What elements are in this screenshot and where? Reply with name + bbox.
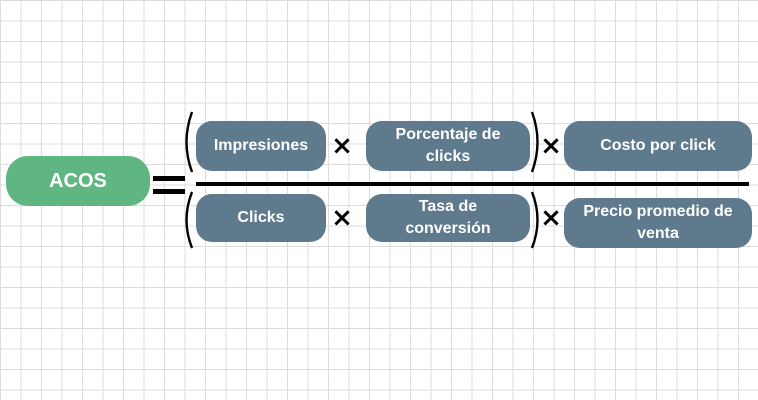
numerator-times-1: × <box>331 131 353 161</box>
equals-sign-bottom <box>153 189 185 194</box>
tasa-conversion-label: Tasa de conversión <box>405 198 491 237</box>
acos-box: ACOS <box>6 156 150 206</box>
impresiones-box: Impresiones <box>196 121 326 171</box>
porcentaje-clicks-box: Porcentaje de clicks <box>366 121 530 171</box>
numerator-close-paren <box>530 111 539 173</box>
costo-por-click-box: Costo por click <box>564 121 752 171</box>
numerator-open-paren <box>185 111 194 173</box>
acos-label: ACOS <box>49 169 107 192</box>
clicks-label: Clicks <box>237 209 285 227</box>
denominator-times-1: × <box>331 203 353 233</box>
porcentaje-clicks-label: Porcentaje de clicks <box>395 126 501 165</box>
denominator-times-2: × <box>540 203 562 233</box>
costo-por-click-label: Costo por click <box>600 137 716 155</box>
clicks-box: Clicks <box>196 194 326 242</box>
denominator-open-paren <box>185 191 194 249</box>
impresiones-label: Impresiones <box>213 137 309 155</box>
fraction-bar <box>196 182 749 186</box>
numerator-times-2: × <box>540 131 562 161</box>
equals-sign-top <box>153 176 185 181</box>
tasa-conversion-box: Tasa de conversión <box>366 194 530 242</box>
denominator-close-paren <box>530 191 539 249</box>
precio-promedio-label: Precio promedio de venta <box>583 203 733 242</box>
precio-promedio-box: Precio promedio de venta <box>564 198 752 248</box>
